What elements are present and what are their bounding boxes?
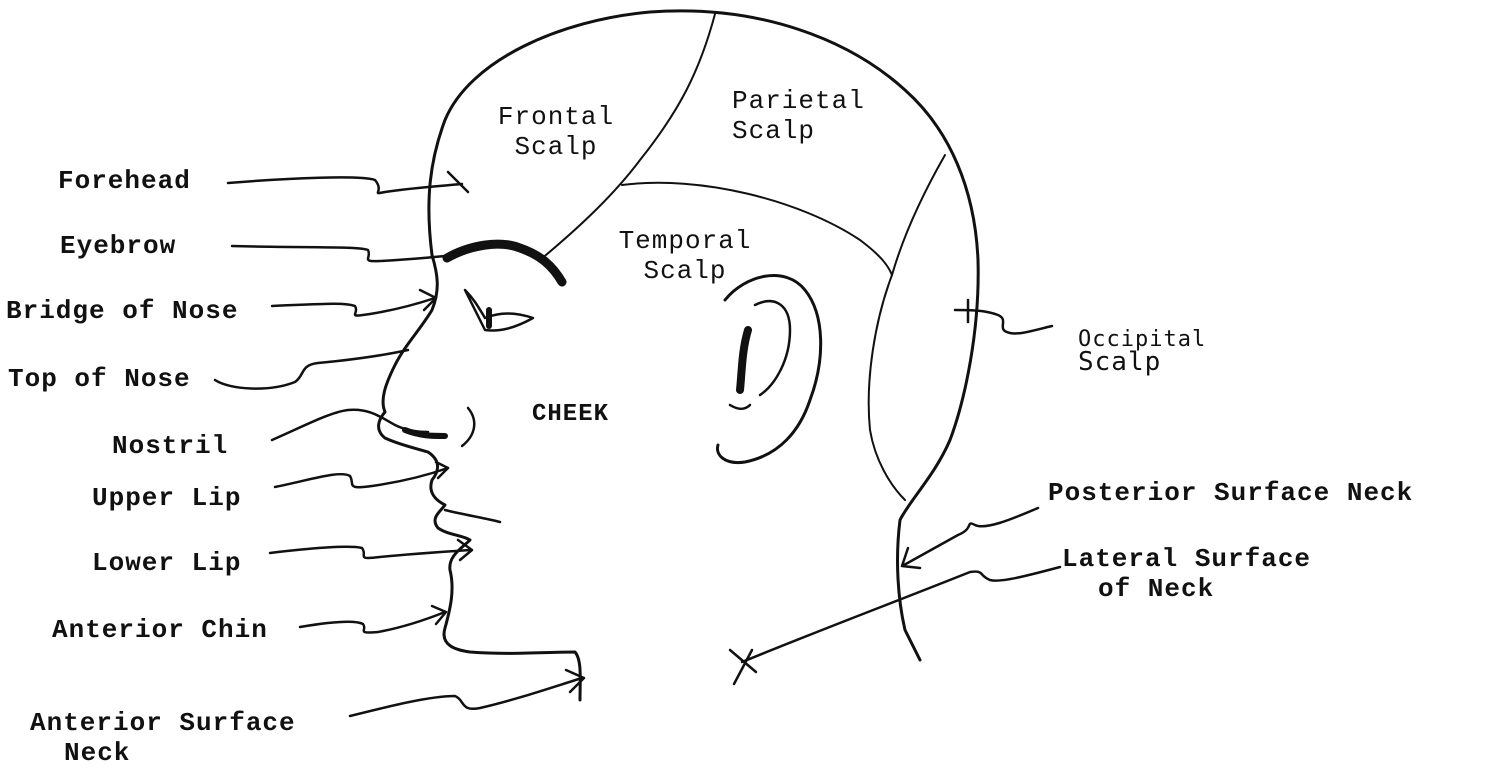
label-anterior-chin: Anterior Chin <box>52 615 268 645</box>
lateral-surface-neck-line-2: of Neck <box>1062 574 1311 604</box>
region-cheek: CHEEK <box>532 400 609 430</box>
lateral-surface-neck-line-1: Lateral Surface <box>1062 544 1311 574</box>
nostril-leader <box>272 410 428 440</box>
region-parietal-scalp: Parietal Scalp <box>732 86 865 146</box>
label-bridge-of-nose: Bridge of Nose <box>6 296 238 326</box>
parietal-scalp-line-1: Parietal <box>732 86 865 116</box>
occipital-scalp-line-2: Scalp <box>1078 350 1206 374</box>
label-nostril: Nostril <box>112 431 228 461</box>
temporal-scalp-line-2: Scalp <box>605 256 765 286</box>
occipital-leader <box>955 310 1052 333</box>
forehead-tip <box>448 172 468 192</box>
ear-lobe <box>730 405 750 409</box>
eyebrow-leader <box>232 246 445 261</box>
parietal-occipital-line <box>869 155 945 500</box>
anterior-surface-neck-line-1: Anterior Surface <box>30 708 296 738</box>
eye-mark <box>465 290 533 331</box>
label-upper-lip: Upper Lip <box>92 483 241 513</box>
ear-inner <box>755 301 790 395</box>
face-profile <box>379 255 581 700</box>
label-anterior-surface-neck: Anterior Surface Neck <box>30 708 296 768</box>
region-occipital-scalp: Occipital Scalp <box>1078 330 1206 374</box>
lower-lip-leader <box>270 547 470 558</box>
bridge-leader <box>272 298 435 316</box>
mouth-line <box>445 510 500 522</box>
nostril-wing <box>462 408 474 446</box>
label-lateral-surface-neck: Lateral Surface of Neck <box>1062 544 1311 604</box>
anterior-surface-neck-line-2: Neck <box>30 738 296 768</box>
parietal-scalp-line-2: Scalp <box>732 116 865 146</box>
frontal-scalp-line-1: Frontal <box>486 102 626 132</box>
upper-lip-leader <box>275 468 448 487</box>
ear-outer <box>717 276 820 463</box>
forehead-leader <box>228 177 462 193</box>
eyebrow-mark <box>447 244 562 282</box>
label-eyebrow: Eyebrow <box>60 231 176 261</box>
label-posterior-surface-neck: Posterior Surface Neck <box>1048 478 1413 508</box>
ear-canal <box>740 330 748 390</box>
label-forehead: Forehead <box>58 166 191 196</box>
region-temporal-scalp: Temporal Scalp <box>605 226 765 286</box>
anterior-chin-leader <box>300 612 445 633</box>
lateral-neck-tip <box>730 650 756 684</box>
frontal-scalp-line-2: Scalp <box>486 132 626 162</box>
top-of-nose-leader <box>215 350 408 389</box>
anterior-neck-leader <box>350 678 582 716</box>
posterior-neck-leader <box>904 508 1038 565</box>
label-top-of-nose: Top of Nose <box>8 364 191 394</box>
region-frontal-scalp: Frontal Scalp <box>486 102 626 162</box>
label-lower-lip: Lower Lip <box>92 548 241 578</box>
temporal-scalp-line-1: Temporal <box>605 226 765 256</box>
